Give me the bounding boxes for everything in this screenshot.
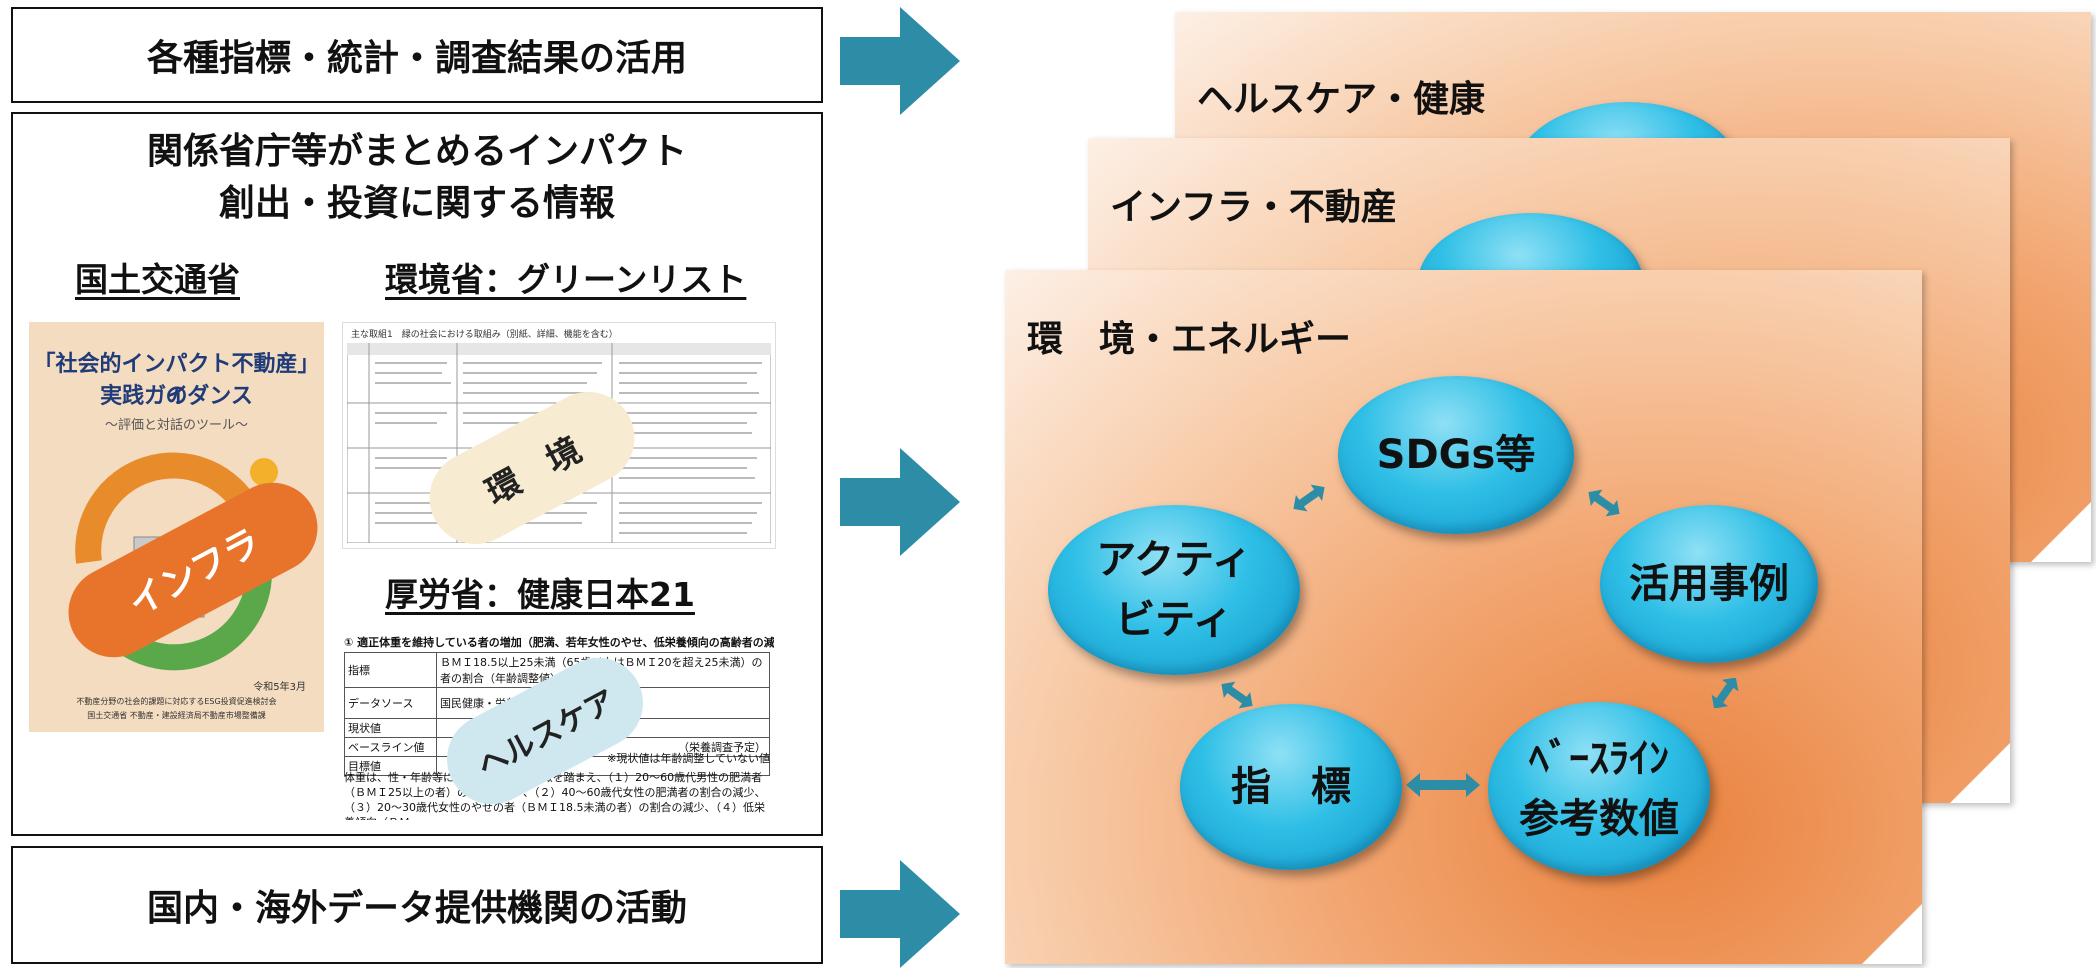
env-doc-caption: 主な取組1 緑の社会における取組み（別紙、詳細、機能を含む） (351, 330, 618, 340)
right-arrow-icon (840, 7, 960, 115)
health-doc-heading: ① 適正体重を維持している者の増加（肥満、若年女性のやせ、低栄養傾向の高齢者の減… (344, 636, 774, 649)
table-cell-label: 現状値 (344, 718, 437, 738)
cycle-node-indicators-label: 指 標 (1231, 764, 1351, 810)
health-doc-body: 体重は、性・年齢等によるため、その特徴を踏まえ、（１）20〜60歳代男性の肥満者… (344, 771, 766, 820)
mlit-doc-footer2: 不動産分野の社会的課題に対応するESG投資促進検討会 (76, 697, 277, 706)
right-arrow-icon (840, 448, 960, 556)
cycle-node-sdgs: SDGs等 (1338, 376, 1574, 534)
mlit-doc-title-line2: 実践ガイダンス (100, 384, 253, 409)
cycle-node-use-cases-label: 活用事例 (1629, 561, 1789, 607)
ministry-info-title-line1: 関係省庁等がまとめるインパクト (146, 131, 687, 172)
cycle-node-activity-label-line2: ビティ (1115, 597, 1233, 643)
indicators-box-title: 各種指標・統計・調査結果の活用 (146, 38, 687, 79)
environment-energy-card-title: 環 境・エネルギー (1027, 319, 1352, 360)
page-fold-corner (1862, 904, 1922, 964)
page-fold-corner (1950, 743, 2010, 803)
double-arrow-icon (1221, 681, 1253, 709)
cycle-node-baseline-label-line2: 参考数値 (1519, 796, 1679, 842)
mlit-doc-title-line1: 「社会的インパクト不動産」の (33, 352, 320, 409)
indicators-box: 各種指標・統計・調査結果の活用 (11, 7, 823, 103)
cycle-node-use-cases: 活用事例 (1600, 505, 1818, 663)
double-arrow-icon (1588, 489, 1620, 517)
env-heading: 環境省：グリーンリスト (385, 260, 747, 299)
env-doc-table (347, 343, 771, 543)
double-arrow-icon (1406, 773, 1480, 797)
health-doc-note: ※現状値は年齢調整していない値 (607, 752, 770, 765)
cycle-node-indicators: 指 標 (1180, 704, 1402, 870)
mlit-heading: 国土交通省 (75, 260, 240, 299)
cycle-node-baseline: ﾍﾞｰｽﾗｲﾝ 参考数値 (1488, 702, 1710, 876)
right-arrow-icon (840, 860, 960, 968)
cycle-node-sdgs-label: SDGs等 (1376, 432, 1536, 478)
mhlw-heading: 厚労省：健康日本21 (385, 575, 695, 614)
double-arrow-icon (1293, 484, 1325, 512)
cycle-node-activity: アクティ ビティ (1048, 505, 1300, 675)
cycle-node-activity-label-line1: アクティ (1096, 537, 1252, 583)
ministry-info-title-line2: 創出・投資に関する情報 (218, 183, 615, 224)
double-arrow-icon (1711, 678, 1739, 708)
data-providers-box-title: 国内・海外データ提供機関の活動 (146, 888, 687, 929)
table-cell-label: データソース (344, 687, 437, 719)
mlit-doc-subtitle: 〜評価と対話のツール〜 (104, 418, 248, 433)
healthcare-card-title: ヘルスケア・健康 (1197, 79, 1486, 120)
table-cell-label: 指標 (344, 652, 437, 688)
mlit-doc-footer3: 国土交通省 不動産・建設経済局不動産市場整備課 (87, 711, 266, 720)
mlit-doc-footer1: 令和5年3月 (253, 682, 306, 693)
cycle-node-baseline-label-line1: ﾍﾞｰｽﾗｲﾝ (1529, 736, 1669, 782)
infrastructure-card-title: インフラ・不動産 (1110, 187, 1397, 228)
page-fold-corner (2031, 502, 2091, 562)
data-providers-box: 国内・海外データ提供機関の活動 (11, 846, 823, 964)
table-cell-label: ベースライン値 (344, 737, 437, 757)
